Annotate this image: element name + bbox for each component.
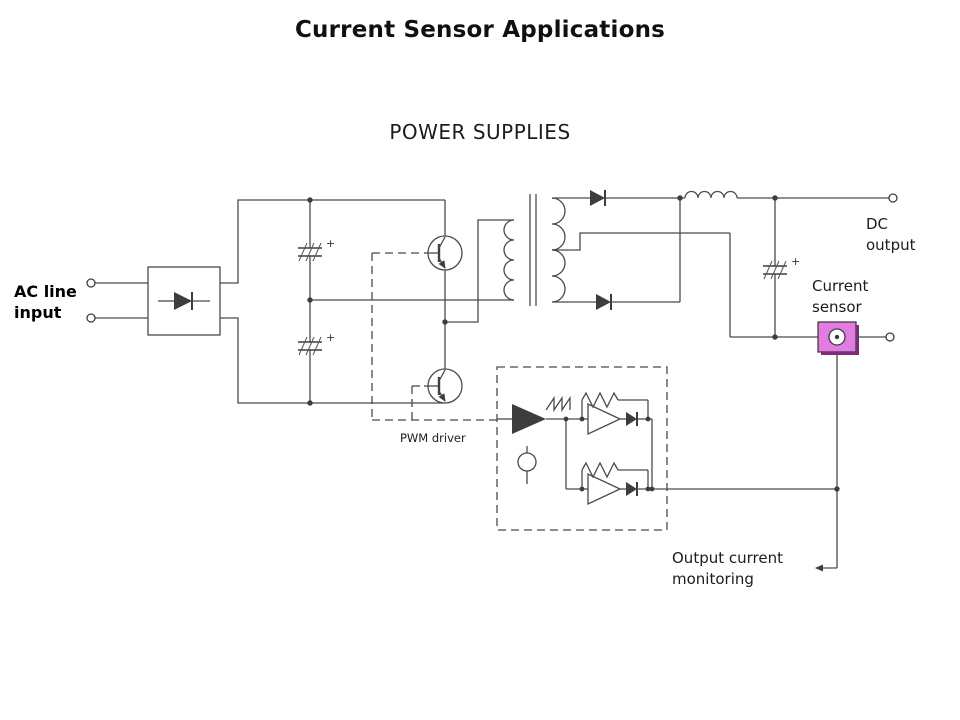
bus-capacitor-bottom: + [298,300,335,403]
sawtooth-icon [545,395,571,413]
error-amp-icon [512,404,546,434]
transformer [503,194,730,306]
output-inductor [684,190,889,199]
bridge-rectifier [147,266,221,336]
junction-dots [307,195,840,492]
bus-capacitor-top: + [298,200,335,300]
gate-drive-lines [371,252,497,421]
transistor-top [424,200,463,271]
output-return-wire [729,233,818,338]
current-sensor-symbol [817,321,886,355]
primary-feed-wire [445,219,514,323]
current-sensor-label: Current sensor [812,277,869,316]
pwm-driver-block [496,366,668,531]
output-current-monitoring-label: Output current monitoring [672,549,783,588]
dc-bus-rails [220,199,445,404]
output-diode-top [552,190,685,206]
ac-line-input-label: AC line input [14,282,77,322]
polarity-plus-icon: + [326,331,335,344]
feedback-resistor [581,461,649,489]
current-sensor-shadow [856,325,859,355]
current-sensor-shadow [821,352,859,355]
pwm-driver-label: PWM driver [400,431,466,445]
polarity-plus-icon: + [326,237,335,250]
output-diode-bottom [552,198,681,310]
comparator-icon [587,472,622,506]
section-heading: POWER SUPPLIES [389,120,571,144]
ac-input-terminals [86,278,148,323]
dc-output-terminals [885,193,898,342]
polarity-plus-icon: + [791,255,800,268]
output-current-monitoring-line [815,352,838,572]
comparator-icon [587,402,622,436]
oscillator-icon [517,446,537,484]
output-capacitor: + [763,198,800,337]
dc-output-label: DC output [866,215,916,254]
transistor-bottom [424,368,463,404]
feedback-resistor [581,391,649,419]
page-title: Current Sensor Applications [294,17,666,43]
